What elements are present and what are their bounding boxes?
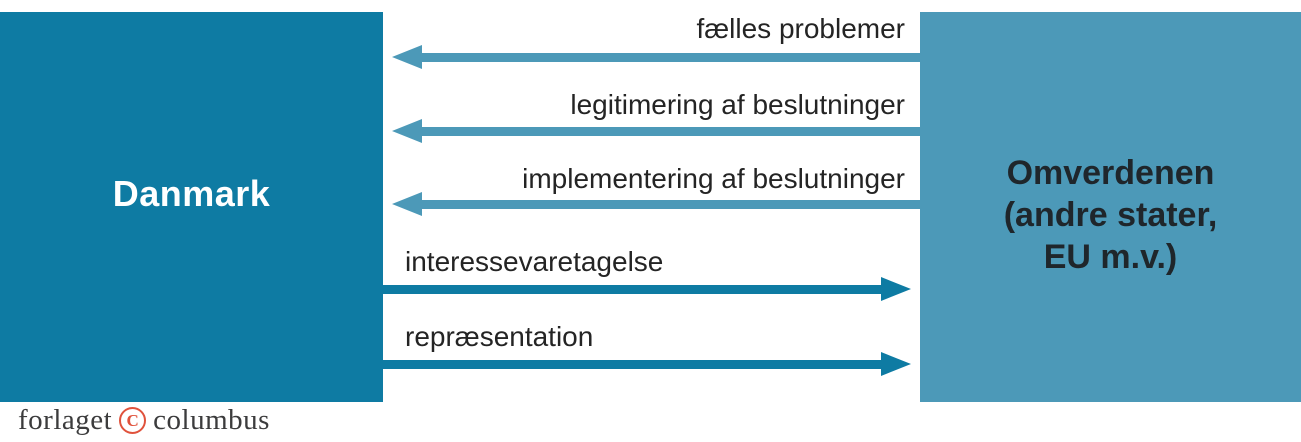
- omverdenen-line-3: EU m.v.): [1043, 238, 1178, 276]
- arrowhead-right-icon: [881, 277, 911, 301]
- arrowhead-right-icon: [881, 352, 911, 376]
- danmark-box: Danmark: [0, 12, 383, 402]
- copyright-icon: C: [119, 407, 147, 434]
- arrow-shaft: [418, 53, 920, 62]
- omverdenen-line-2: (andre stater,: [1003, 196, 1218, 234]
- arrow-shaft: [418, 127, 920, 136]
- arrowhead-left-icon: [392, 45, 422, 69]
- arrow-faelles-problemer: [392, 45, 920, 69]
- arrow-shaft: [418, 200, 920, 209]
- omverdenen-line-1: Omverdenen: [1006, 154, 1215, 192]
- arrow-implementering-af-beslutninger: [392, 192, 920, 216]
- arrow-interessevaretagelse: [383, 277, 911, 301]
- publisher-word-forlaget: forlaget: [18, 404, 113, 436]
- omverdenen-box: Omverdenen (andre stater, EU m.v.): [920, 12, 1301, 402]
- arrowhead-left-icon: [392, 119, 422, 143]
- arrowhead-left-icon: [392, 192, 422, 216]
- label-repraesentation: repræsentation: [405, 321, 594, 352]
- omverdenen-label: Omverdenen (andre stater, EU m.v.): [1004, 152, 1218, 278]
- label-faelles-problemer: fælles problemer: [696, 13, 905, 44]
- arrow-shaft: [383, 360, 885, 369]
- publisher-word-columbus: columbus: [153, 404, 270, 436]
- publisher-logo: forlaget C columbus: [18, 404, 270, 437]
- label-implementering-af-beslutninger: implementering af beslutninger: [522, 163, 905, 194]
- label-legitimering-af-beslutninger: legitimering af beslutninger: [570, 89, 905, 120]
- danmark-label: Danmark: [112, 173, 271, 214]
- arrow-legitimering-af-beslutninger: [392, 119, 920, 143]
- arrow-shaft: [383, 285, 885, 294]
- arrow-repraesentation: [383, 352, 911, 376]
- label-interessevaretagelse: interessevaretagelse: [405, 246, 664, 277]
